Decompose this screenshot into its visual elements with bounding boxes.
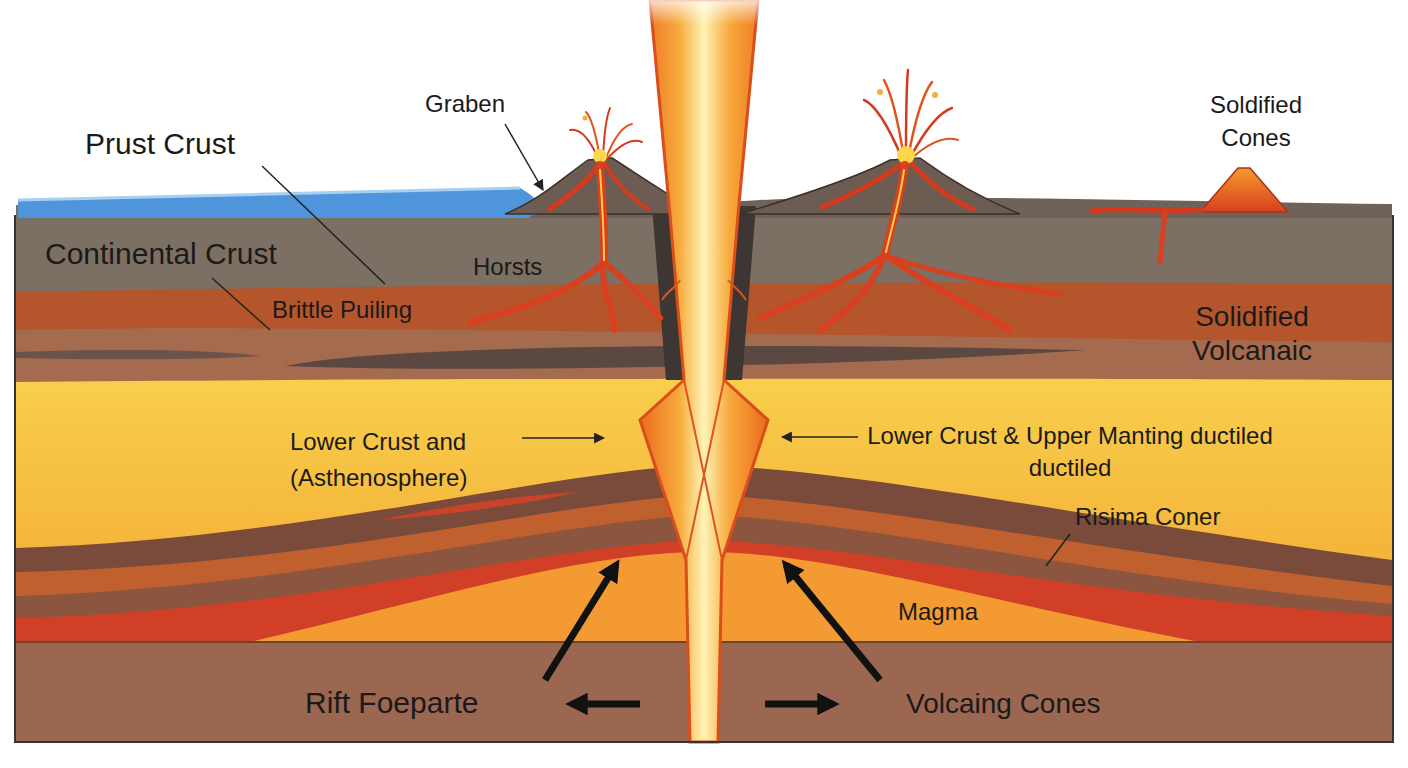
eruption-spray [877, 89, 883, 95]
plume [640, 0, 768, 742]
rock-layers [16, 350, 260, 359]
eruption-spray [570, 70, 958, 164]
layer-label: Magma [898, 598, 978, 626]
section-frame [15, 215, 1393, 742]
eruption-spray [912, 139, 958, 158]
eruption-spray [884, 80, 904, 158]
eruption-spray [583, 116, 588, 121]
eruption-spray [864, 100, 902, 158]
leader-lines [1046, 534, 1070, 566]
surface [18, 188, 541, 218]
magma-dikes [604, 262, 660, 318]
eruption-spray [932, 92, 938, 98]
layer-label: Prust Crust [85, 127, 235, 162]
layer-label: Solidified Volcanaic [1172, 300, 1332, 368]
magma-dikes [886, 170, 904, 252]
volcanic-cones [1090, 209, 1205, 211]
leader-lines [505, 124, 543, 190]
layer-label: Brittle Puiling [272, 296, 412, 324]
layer-label: Lower Crust and (Asthenosphere) [290, 424, 530, 496]
motion-arrows [765, 701, 833, 708]
leader-lines [522, 437, 604, 439]
magma-dikes [1160, 212, 1165, 262]
layer-label: Horsts [473, 253, 542, 281]
volcanic-cones [548, 162, 600, 210]
leader-lines [212, 124, 1070, 566]
magma-dikes [470, 165, 1165, 330]
motion-arrows [572, 701, 640, 708]
volcanic-cones [910, 162, 975, 210]
magma-dikes [820, 255, 885, 330]
layer-label: Soldified Cones [1186, 88, 1326, 154]
layer-label: Volcaing Cones [906, 688, 1101, 720]
plume [640, 0, 768, 742]
motion-arrows [545, 565, 616, 680]
eruption-spray [606, 124, 632, 158]
eruption-spray [910, 108, 952, 158]
eruption-spray [608, 141, 642, 158]
layer-label: Continental Crust [45, 237, 277, 272]
leader-lines [212, 278, 270, 330]
magma-dikes [885, 165, 905, 255]
magma-dikes [600, 165, 604, 262]
volcanic-cones [740, 158, 1020, 214]
magma-dikes [600, 170, 604, 260]
motion-arrows [786, 565, 880, 680]
volcanic-cones [604, 162, 650, 210]
leader-lines [782, 436, 858, 438]
leader-lines [262, 166, 385, 284]
eruption-spray [906, 70, 908, 158]
plume [684, 380, 724, 560]
magma-dikes [885, 255, 1060, 294]
plume [640, 0, 768, 140]
plume [662, 280, 746, 300]
layer-label: Lower Crust & Upper Manting ductiled duc… [860, 420, 1280, 485]
layer-label: Risima Coner [1075, 503, 1220, 531]
rock-layers [250, 552, 1200, 642]
layer-label: Rift Foeparte [305, 686, 478, 721]
motion-arrows [545, 565, 880, 704]
layer-label: Graben [425, 90, 505, 118]
volcanic-cones [820, 162, 905, 208]
surface [18, 188, 520, 200]
eruption-spray [593, 149, 607, 163]
volcanic-cones [1200, 168, 1288, 212]
magma-dikes [885, 255, 1010, 330]
rock-layers [380, 492, 580, 520]
